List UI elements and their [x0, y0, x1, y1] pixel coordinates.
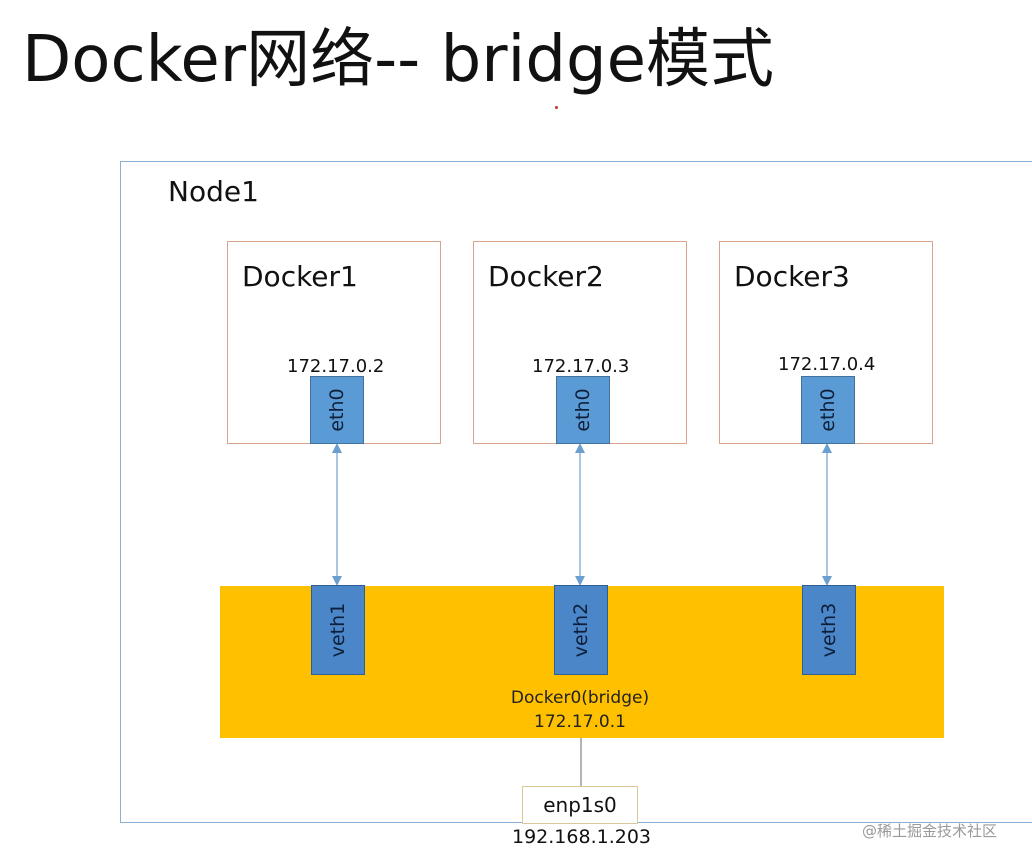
- container-ip: 172.17.0.3: [532, 356, 630, 377]
- eth0-label: eth0: [326, 388, 348, 432]
- node-label: Node1: [168, 175, 259, 208]
- eth0-label: eth0: [817, 388, 839, 432]
- container-name: Docker1: [242, 260, 358, 293]
- eth0-interface: eth0: [801, 376, 855, 444]
- eth0-interface: eth0: [556, 376, 610, 444]
- host-nic-name: enp1s0: [543, 793, 617, 817]
- veth-label: veth3: [818, 602, 840, 658]
- decorative-dot: [555, 106, 558, 109]
- watermark: @稀土掘金技术社区: [862, 822, 998, 840]
- bridge-ip: 172.17.0.1: [534, 712, 626, 732]
- container-ip: 172.17.0.4: [778, 354, 876, 375]
- container-ip: 172.17.0.2: [287, 356, 385, 377]
- veth-label: veth1: [327, 602, 349, 658]
- container-name: Docker3: [734, 260, 850, 293]
- host-nic-ip: 192.168.1.203: [512, 826, 652, 848]
- bridge-name: Docker0(bridge): [510, 688, 650, 708]
- veth-interface: veth3: [802, 585, 856, 675]
- veth-label: veth2: [570, 602, 592, 658]
- container-name: Docker2: [488, 260, 604, 293]
- eth0-interface: eth0: [310, 376, 364, 444]
- veth-interface: veth1: [311, 585, 365, 675]
- veth-interface: veth2: [554, 585, 608, 675]
- host-nic-box: enp1s0: [522, 786, 638, 824]
- page-title: Docker网络-- bridge模式: [22, 23, 774, 97]
- eth0-label: eth0: [572, 388, 594, 432]
